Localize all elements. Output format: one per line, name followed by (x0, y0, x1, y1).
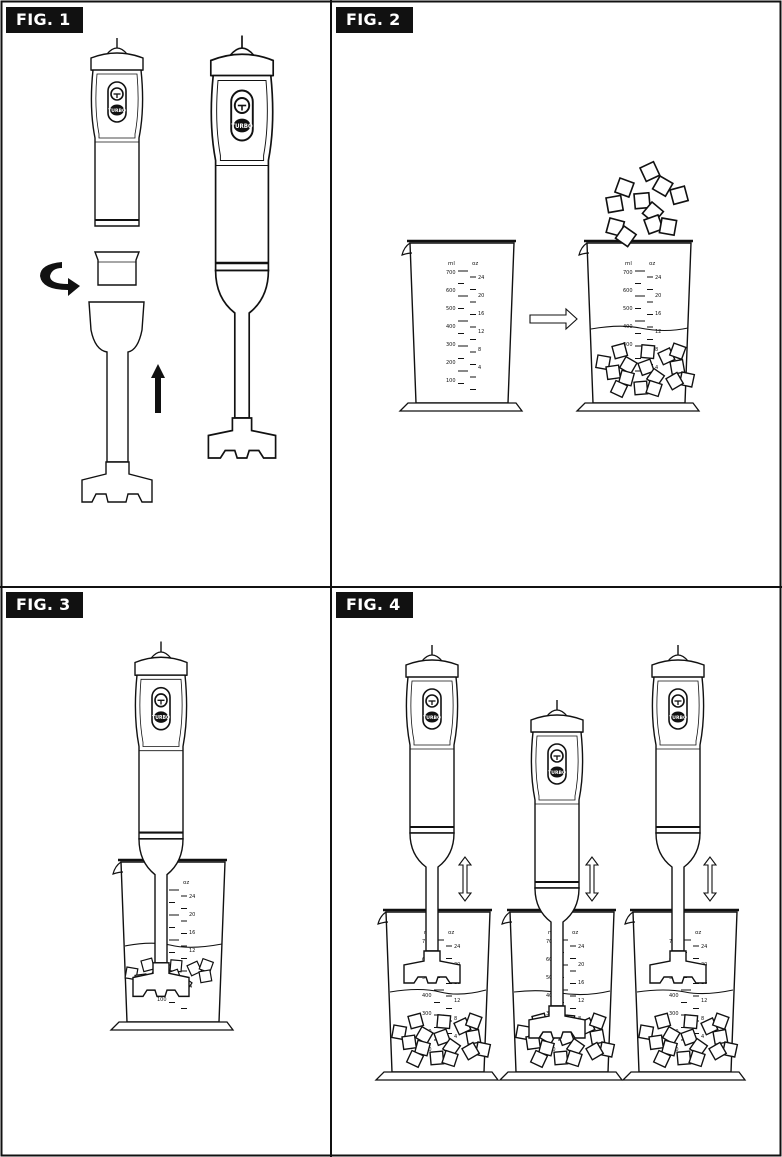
ice-cube (658, 217, 678, 237)
fig4-panel: FIG. 4 (331, 588, 782, 1157)
fig4-label: FIG. 4 (336, 592, 413, 618)
ice-cube (198, 969, 213, 984)
ice-cube (639, 160, 661, 183)
ice-cube (605, 364, 621, 381)
ice-cube (605, 194, 625, 214)
ice-cube (654, 1012, 672, 1030)
fig1-detached-shaft (81, 301, 153, 503)
ice-cube (401, 1034, 417, 1051)
ice-cube (614, 177, 635, 198)
ice-cube (436, 1014, 452, 1030)
ice-cube (669, 185, 689, 206)
fig3-beaker-with-blender (109, 642, 235, 1032)
ice-cube (611, 342, 629, 360)
fig2-label: FIG. 2 (336, 7, 413, 33)
ice-cube (648, 1034, 664, 1051)
fig1-label: FIG. 1 (6, 7, 83, 33)
insert-up-arrow-icon (151, 364, 165, 413)
fig4-beaker-mid (621, 645, 747, 1082)
fig1-panel: FIG. 1 (0, 0, 331, 588)
fig2-empty-beaker (398, 239, 524, 413)
ice-cube (407, 1012, 425, 1030)
fig2-filled-beaker (575, 160, 701, 413)
fig3-label: FIG. 3 (6, 592, 83, 618)
rotate-arrow-icon (40, 262, 80, 296)
fig1-assembled-blender (208, 36, 275, 459)
ice-cube (640, 344, 656, 360)
fig2-arrow-right-icon (529, 307, 578, 331)
fig2-panel: FIG. 2 (331, 0, 782, 588)
ice-cube (651, 175, 674, 198)
fig1-motor-unit (90, 37, 144, 286)
ice-cube (683, 1014, 699, 1030)
fig3-panel: FIG. 3 (0, 588, 331, 1157)
fig4-beaker-low (498, 700, 624, 1082)
fig4-beaker-high (374, 645, 500, 1082)
